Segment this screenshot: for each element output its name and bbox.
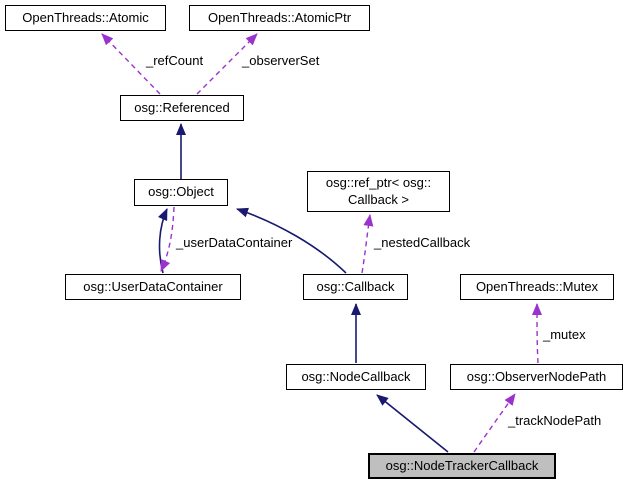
edge-callback-nestedcallback-refptr	[361, 214, 374, 274]
node-label: osg::ref_ptr< osg:: Callback >	[325, 174, 432, 207]
edge-callback-inherits-object	[236, 207, 347, 274]
edge-label-referenced-refcount-atomic: _refCount	[146, 53, 204, 68]
edge-label-referenced-observerset-atomicptr: _observerSet	[242, 53, 320, 68]
node-label: osg::Callback	[316, 278, 395, 294]
edge-label-callback-nestedcallback-refptr: _nestedCallback	[374, 235, 471, 250]
node-label: osg::UserDataContainer	[83, 278, 223, 294]
edge-nodetracker-tracknodepath-observer	[473, 393, 516, 453]
edge-label-object-userdatacontainer-member: _userDataContainer	[176, 235, 293, 250]
node-label: OpenThreads::AtomicPtr	[207, 9, 352, 25]
node-label: osg::Object	[148, 184, 214, 200]
node-osg-nodecallback[interactable]: osg::NodeCallback	[286, 364, 426, 390]
node-label: osg::NodeTrackerCallback	[385, 457, 539, 473]
node-osg-nodetrackercallback: osg::NodeTrackerCallback	[368, 453, 556, 479]
node-openthreads-atomic[interactable]: OpenThreads::Atomic	[5, 5, 166, 31]
edge-object-userdatacontainer-member	[160, 206, 175, 272]
node-label: osg::NodeCallback	[301, 368, 411, 384]
edge-observernodepath-mutex-member	[532, 303, 543, 364]
node-label: osg::ObserverNodePath	[466, 368, 607, 384]
node-osg-ref-ptr-callback[interactable]: osg::ref_ptr< osg:: Callback >	[307, 171, 450, 212]
edge-referenced-refcount-atomic	[101, 33, 161, 95]
node-osg-userdatacontainer[interactable]: osg::UserDataContainer	[65, 274, 241, 300]
node-osg-observernodepath[interactable]: osg::ObserverNodePath	[450, 364, 623, 390]
edge-userdatacontainer-inherits-object	[157, 208, 168, 274]
node-openthreads-mutex[interactable]: OpenThreads::Mutex	[460, 274, 614, 300]
edges-group	[101, 33, 543, 453]
node-osg-callback[interactable]: osg::Callback	[303, 274, 408, 300]
edge-label-observernodepath-mutex-member: _mutex	[543, 327, 586, 342]
node-openthreads-atomicptr[interactable]: OpenThreads::AtomicPtr	[189, 5, 370, 31]
edge-nodetracker-inherits-nodecallback	[376, 394, 449, 453]
node-label: OpenThreads::Atomic	[22, 9, 149, 25]
node-label: osg::Referenced	[134, 99, 230, 115]
node-osg-object[interactable]: osg::Object	[134, 179, 228, 206]
node-label: OpenThreads::Mutex	[475, 278, 599, 294]
edge-label-nodetracker-tracknodepath-observer: _trackNodePath	[508, 413, 602, 428]
node-osg-referenced[interactable]: osg::Referenced	[120, 95, 244, 121]
